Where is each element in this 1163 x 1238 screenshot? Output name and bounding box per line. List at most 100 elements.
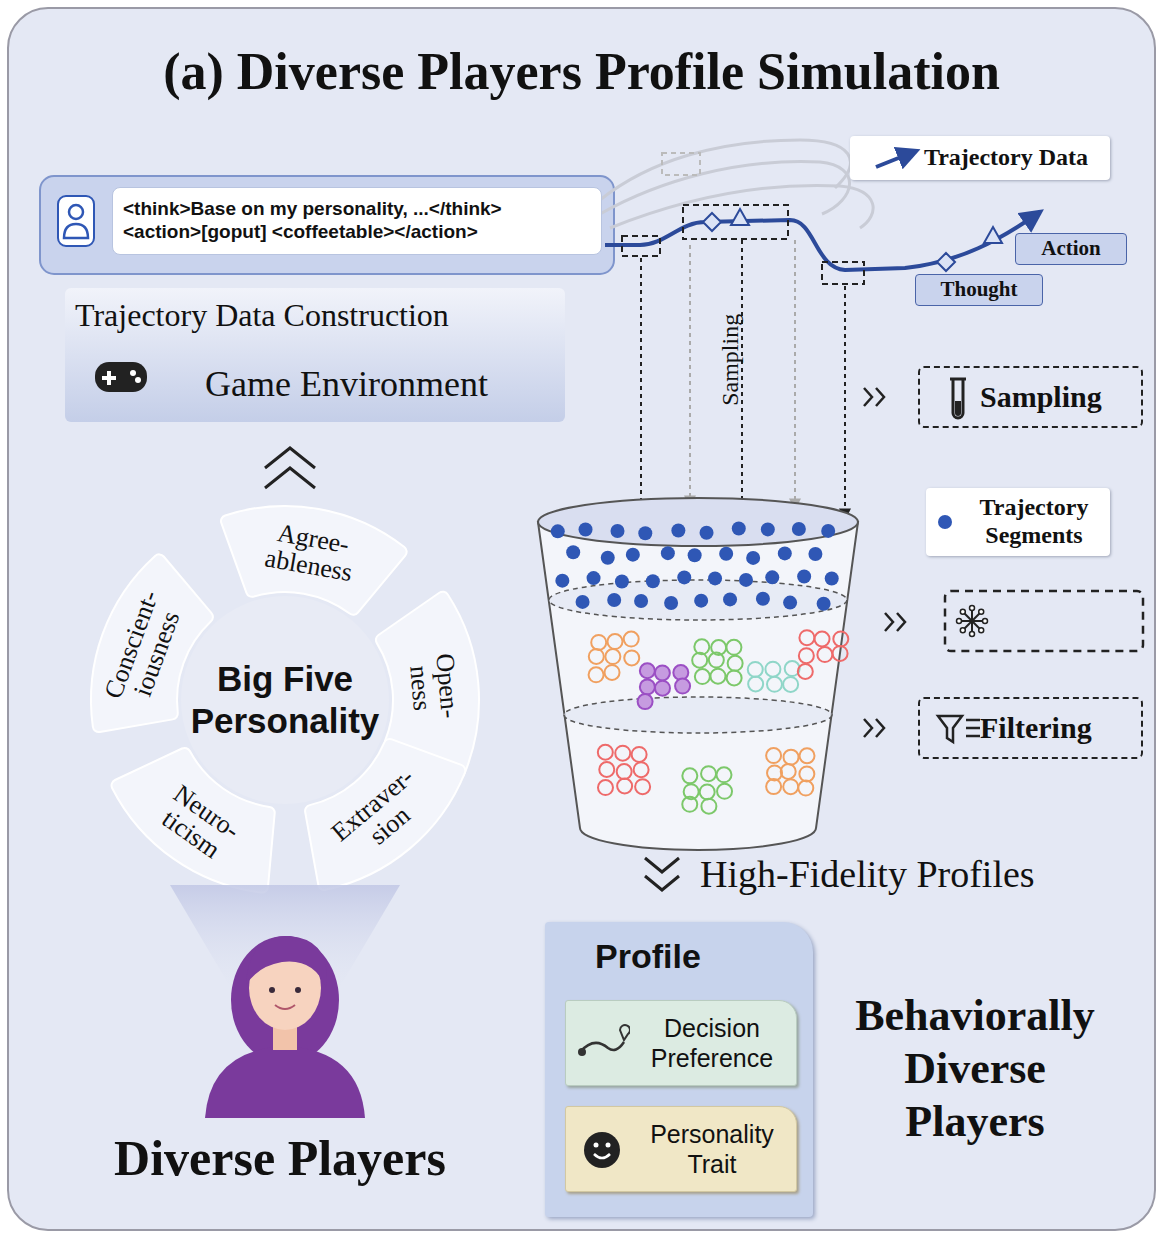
segment-dot <box>708 571 722 585</box>
clustering-box <box>945 591 1143 651</box>
filter-line <box>966 735 980 738</box>
segment-dot <box>587 571 601 585</box>
legend-entry: Trajectory Data <box>850 136 1110 180</box>
segment-dot <box>709 653 724 668</box>
funnel-layer <box>549 580 847 620</box>
segment-dot <box>694 594 708 608</box>
segment-dot <box>635 779 650 794</box>
eye <box>295 987 301 993</box>
segment-dot <box>800 748 815 763</box>
segment-dot <box>799 648 814 663</box>
legend-text: Trajectory Segments <box>966 494 1102 549</box>
segment-dot <box>695 669 710 684</box>
profile-card: ProfileDecision PreferencePersonality Tr… <box>545 922 813 1217</box>
segment-dot <box>607 634 622 649</box>
segment-box-grey <box>662 153 700 175</box>
segment-dot <box>605 649 620 664</box>
user-icon-body <box>64 224 88 238</box>
personality-petal: Agree- ableness <box>246 506 377 598</box>
sampling-arrow <box>689 245 691 505</box>
code-box: <think>Base on my personality, ...</thin… <box>112 187 602 255</box>
segment-dot <box>646 574 660 588</box>
segment-dot <box>792 522 806 536</box>
segment-dot <box>624 632 639 647</box>
pad-icon <box>93 348 149 404</box>
node-text: Sampling <box>980 379 1133 415</box>
funnel-layer <box>564 697 832 733</box>
up-chevron <box>265 468 315 488</box>
smiley-face <box>584 1132 620 1168</box>
segment-dot <box>599 762 614 777</box>
node-text: Neuro- ticism <box>138 769 259 877</box>
body <box>205 1046 365 1118</box>
gamepad <box>95 362 147 392</box>
segment-dot <box>833 646 848 661</box>
segment-dot <box>655 681 670 696</box>
node-text: <think>Base on my personality, ...</thin… <box>123 198 502 221</box>
segment-dot <box>766 748 781 763</box>
thought-marker <box>984 227 1002 243</box>
segment-dot <box>821 524 835 538</box>
segment-dot <box>673 665 688 680</box>
right-chevron <box>864 388 872 406</box>
node-text: Open- ness <box>404 645 465 729</box>
cluster-icon-dot <box>957 619 962 624</box>
cluster-icon-dot <box>983 619 988 624</box>
node-text: Personality Trait <box>636 1119 788 1179</box>
node-text: <action>[goput] <coffeetable></action> <box>123 221 478 244</box>
segment-dot <box>640 679 655 694</box>
test-tube <box>950 379 966 418</box>
node-text: Extraver- sion <box>318 755 445 874</box>
decision-path <box>580 1042 624 1052</box>
segment-dot <box>727 670 742 685</box>
cluster-icon-dot <box>970 632 975 637</box>
segment-dot <box>797 570 811 584</box>
segment-dot <box>615 746 630 761</box>
segment-dot <box>799 630 814 645</box>
segment-dot <box>688 548 702 562</box>
eye <box>269 987 275 993</box>
segment-dot <box>664 596 678 610</box>
right-chevron <box>864 719 872 737</box>
sampling-arrow <box>640 258 642 516</box>
segment-dot <box>716 767 731 782</box>
segment-dot <box>717 784 732 799</box>
down-chevron <box>645 858 679 872</box>
up-chevron <box>265 448 315 468</box>
button <box>130 370 136 376</box>
segment-dot <box>579 522 593 536</box>
segment-dot <box>675 679 690 694</box>
trajectory-grey <box>610 185 873 228</box>
node-text: Agree- ableness <box>247 515 375 590</box>
segment-dot <box>766 779 781 794</box>
title: (a) Diverse Players Profile Simulation <box>0 42 1163 101</box>
funnel-top <box>538 498 858 546</box>
segment-dot <box>778 546 792 560</box>
stage-label: High-Fidelity Profiles <box>700 853 1120 897</box>
sampling-arrow <box>794 240 796 508</box>
segment-dot <box>700 526 714 540</box>
segment-dot <box>589 667 604 682</box>
segment-dot <box>701 799 716 814</box>
segment-dot <box>817 597 831 611</box>
smile <box>275 1005 295 1009</box>
segment-dot <box>739 573 753 587</box>
right-chevron <box>897 613 905 631</box>
legend-text: Trajectory Data <box>924 144 1088 172</box>
segment-dot <box>767 765 782 780</box>
segment-dot <box>756 592 770 606</box>
output-label: Behaviorally Diverse Players <box>830 990 1120 1148</box>
segment-dot <box>767 677 782 692</box>
sampling-step: Sampling <box>918 366 1143 428</box>
action-marker <box>703 213 721 231</box>
segment-dot <box>692 653 707 668</box>
node-text: Trajectory Data Construction <box>75 296 555 334</box>
smile-icon <box>576 1122 632 1178</box>
wheel-center <box>181 596 389 804</box>
right-chevron <box>885 613 893 631</box>
thought-marker <box>731 209 749 225</box>
segment-dot <box>605 665 620 680</box>
segment-dot <box>626 548 640 562</box>
segment-dot <box>617 778 632 793</box>
